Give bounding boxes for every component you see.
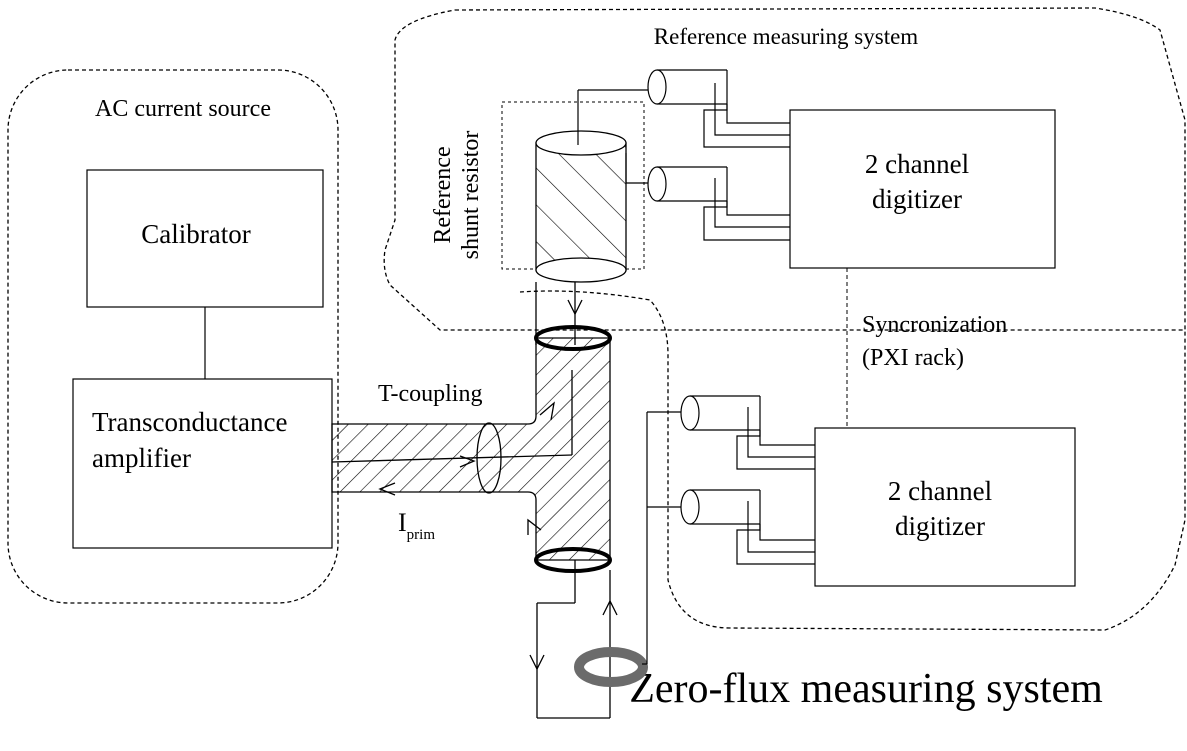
digitizer-top bbox=[789, 109, 1056, 269]
digitizer-bottom-label-2: digitizer bbox=[895, 511, 985, 541]
connector-icon bbox=[647, 69, 667, 105]
shunt-top-cap bbox=[535, 130, 627, 156]
digitizer-bottom-label-1: 2 channel bbox=[888, 476, 992, 506]
ac-source-title: AC current source bbox=[95, 96, 271, 122]
ac-source-region bbox=[7, 69, 339, 604]
zero-flux-region bbox=[519, 290, 1186, 631]
t-coupling-conductor bbox=[331, 337, 611, 561]
reference-system-title: Reference measuring system bbox=[654, 24, 919, 49]
iprim-label: Iprim bbox=[398, 508, 435, 543]
transconductance-label-1: Transconductance bbox=[92, 407, 287, 437]
connector-icon bbox=[680, 395, 700, 431]
calibrator-block bbox=[86, 169, 324, 308]
digitizer-top-label-1: 2 channel bbox=[865, 149, 969, 179]
sync-label-1: Syncronization bbox=[862, 312, 1007, 338]
transconductance-label-2: amplifier bbox=[92, 443, 191, 473]
digitizer-top-label-2: digitizer bbox=[872, 184, 962, 214]
shunt-label-1: Reference bbox=[430, 146, 456, 243]
shunt-label-2: shunt resistor bbox=[458, 131, 484, 260]
reference-system-region bbox=[383, 7, 1186, 331]
zero-flux-head-icon bbox=[574, 647, 648, 687]
connector-icon bbox=[680, 489, 700, 525]
t-bottom-ring bbox=[534, 547, 612, 573]
reference-shunt-resistor bbox=[535, 142, 627, 271]
shunt-bottom-cap bbox=[535, 257, 627, 283]
zero-flux-system-title: Zero-flux measuring system bbox=[629, 666, 1103, 712]
calibrator-label: Calibrator bbox=[141, 219, 250, 249]
connector-icon bbox=[647, 166, 667, 202]
transconductance-amplifier-block bbox=[72, 378, 333, 549]
digitizer-bottom bbox=[814, 427, 1076, 587]
t-coupling-label: T-coupling bbox=[378, 381, 482, 407]
sync-label-2: (PXI rack) bbox=[862, 345, 964, 371]
